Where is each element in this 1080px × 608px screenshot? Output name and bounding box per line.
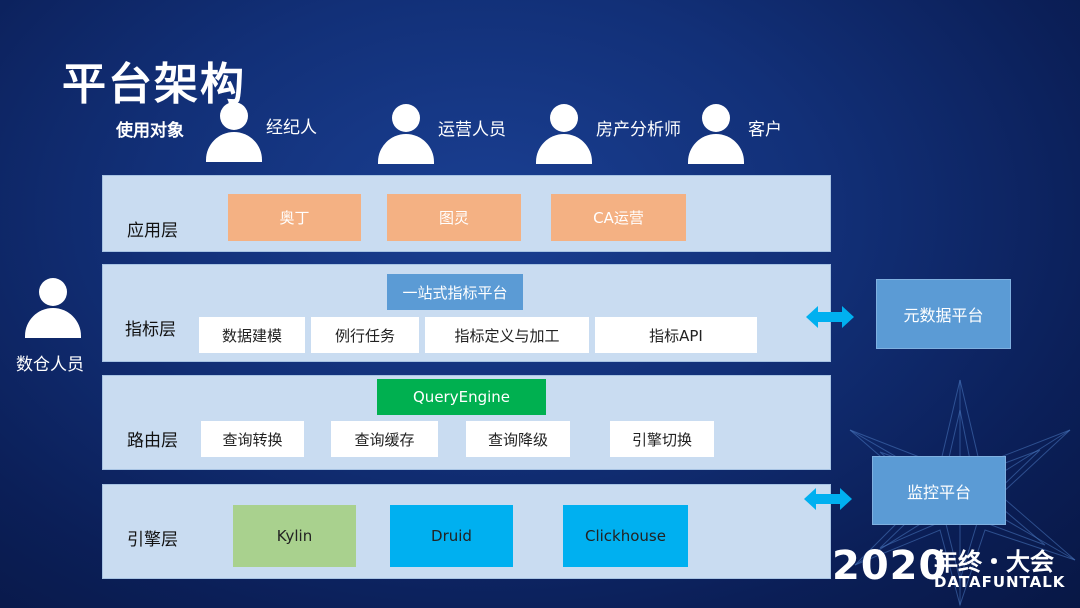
user-name: 运营人员 [438, 119, 506, 140]
user-analyst: 房产分析师 [536, 104, 681, 164]
footer-cn: 年终・大会 [934, 548, 1054, 576]
layer-label: 路由层 [127, 431, 178, 451]
user-name: 房产分析师 [596, 119, 681, 140]
user-operator: 运营人员 [378, 104, 506, 164]
users-label: 使用对象 [116, 121, 184, 141]
layer-application: 应用层 奥丁 图灵 CA运营 [102, 175, 831, 252]
page-title: 平台架构 [62, 59, 246, 110]
route-box-transform: 查询转换 [201, 421, 304, 457]
route-box-switch: 引擎切换 [610, 421, 714, 457]
engine-box-clickhouse: Clickhouse [563, 505, 688, 567]
layer-routing: 路由层 QueryEngine 查询转换 查询缓存 查询降级 引擎切换 [102, 375, 831, 470]
person-icon [25, 278, 81, 338]
user-broker: 经纪人 [206, 102, 317, 162]
layer-label: 应用层 [127, 221, 178, 241]
app-box-odin: 奥丁 [228, 194, 361, 241]
engine-box-druid: Druid [390, 505, 513, 567]
footer-year: 2020 [832, 543, 948, 589]
engine-box-kylin: Kylin [233, 505, 356, 567]
user-name: 客户 [748, 119, 782, 140]
double-arrow-icon [806, 306, 854, 328]
metric-box-modeling: 数据建模 [199, 317, 305, 353]
double-arrow-icon [804, 488, 852, 510]
layer-label: 指标层 [125, 320, 176, 340]
footer-en: DATAFUNTALK [934, 573, 1066, 591]
user-name: 数仓人员 [16, 355, 84, 375]
metric-box-routine: 例行任务 [311, 317, 419, 353]
layer-metric: 指标层 一站式指标平台 数据建模 例行任务 指标定义与加工 指标API [102, 264, 831, 362]
user-name: 经纪人 [266, 117, 317, 138]
app-box-turing: 图灵 [387, 194, 521, 241]
user-data-warehouse: 数仓人员 [16, 278, 88, 375]
metric-box-api: 指标API [595, 317, 757, 353]
layer-label: 引擎层 [127, 530, 178, 550]
route-box-cache: 查询缓存 [331, 421, 438, 457]
person-icon [536, 104, 592, 164]
query-engine-box: QueryEngine [377, 379, 546, 415]
app-box-ca: CA运营 [551, 194, 686, 241]
monitor-platform-box: 监控平台 [872, 456, 1006, 525]
route-box-degrade: 查询降级 [466, 421, 570, 457]
metadata-platform-box: 元数据平台 [876, 279, 1011, 349]
person-icon [206, 102, 262, 162]
person-icon [378, 104, 434, 164]
metric-platform-box: 一站式指标平台 [387, 274, 523, 310]
person-icon [688, 104, 744, 164]
layer-engine: 引擎层 Kylin Druid Clickhouse [102, 484, 831, 579]
user-customer: 客户 [688, 104, 782, 164]
metric-box-definition: 指标定义与加工 [425, 317, 589, 353]
